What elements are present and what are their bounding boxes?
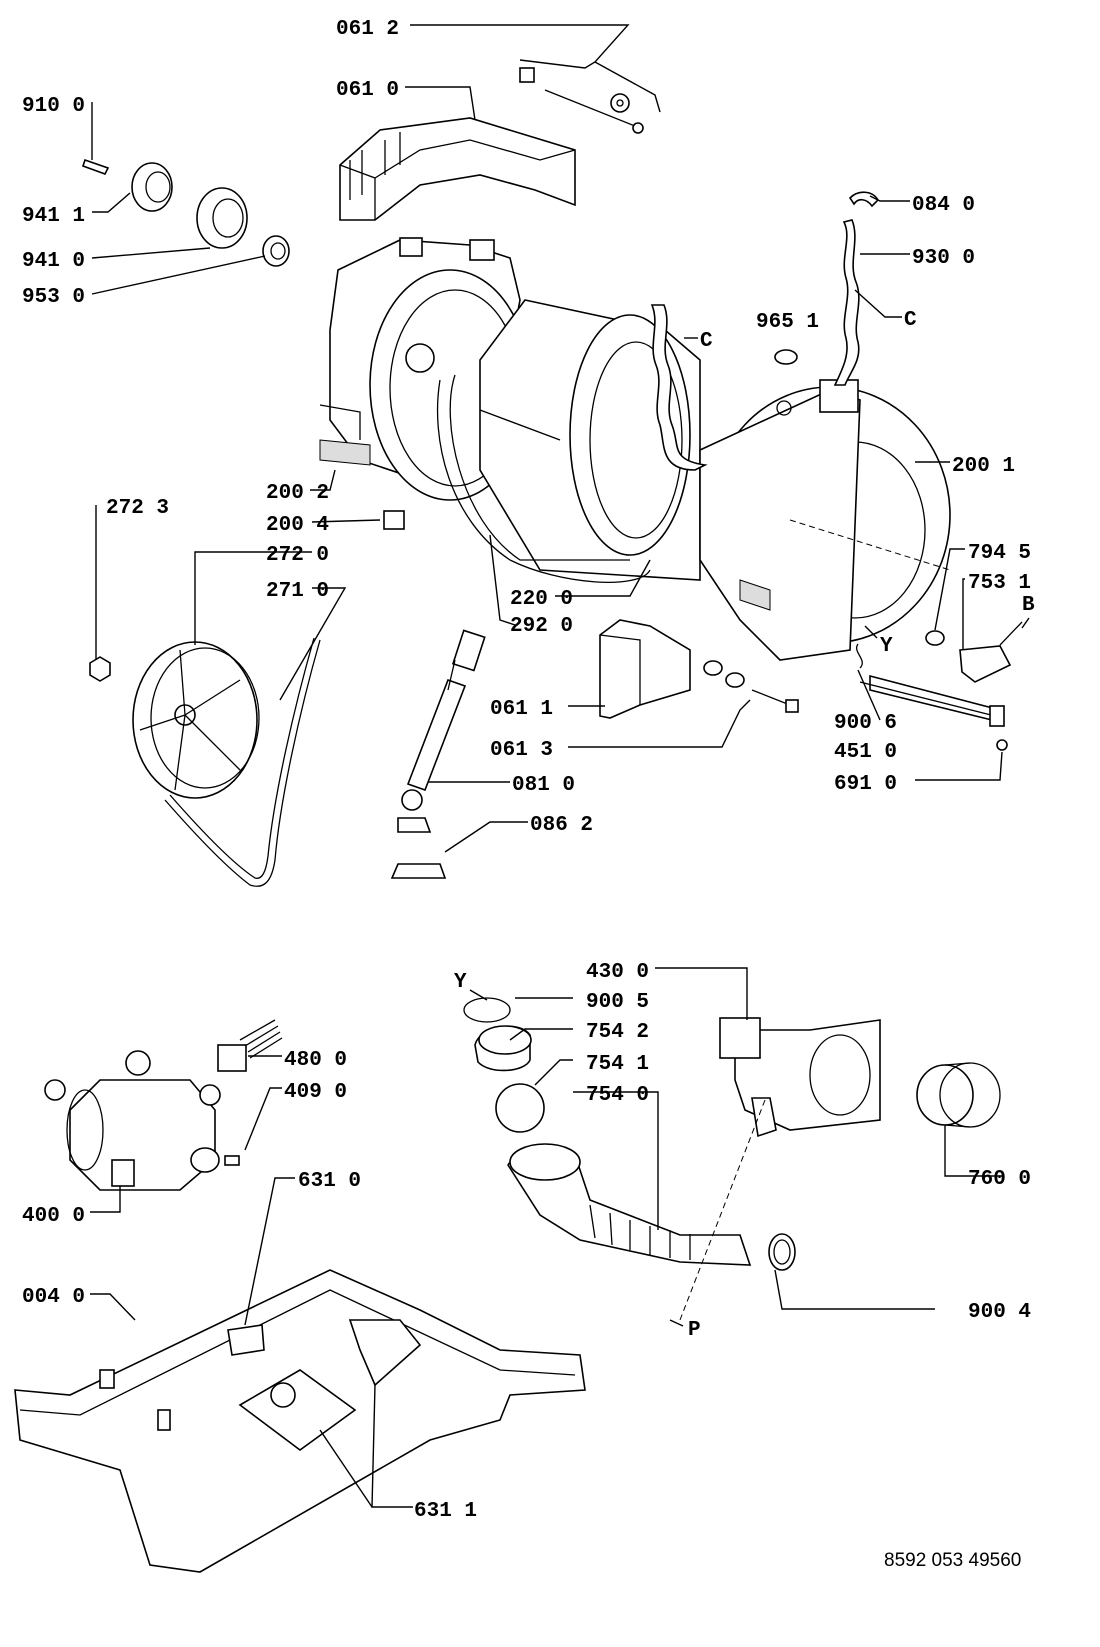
label-400-0: 400 0 [22, 1205, 85, 1228]
label-200-4: 200 4 [266, 514, 329, 537]
label-941-0: 941 0 [22, 250, 85, 273]
base-plate [14, 1269, 586, 1573]
label-754-0: 754 0 [586, 1084, 649, 1107]
label-272-0: 272 0 [266, 544, 329, 567]
label-794-5: 794 5 [968, 542, 1031, 565]
label-754-2: 754 2 [586, 1021, 649, 1044]
counterweight-front [599, 619, 691, 719]
label-061-1: 061 1 [490, 698, 553, 721]
leader-lines [90, 24, 1030, 1508]
label-409-0: 409 0 [284, 1081, 347, 1104]
label-084-0: 084 0 [912, 194, 975, 217]
motor-brush [217, 1019, 283, 1072]
label-c-left: C [700, 330, 713, 353]
label-b: B [1022, 594, 1035, 617]
label-691-0: 691 0 [834, 773, 897, 796]
clip-900-6 [856, 643, 863, 669]
label-754-1: 754 1 [586, 1053, 649, 1076]
label-480-0: 480 0 [284, 1049, 347, 1072]
label-061-0: 061 0 [336, 79, 399, 102]
axis-line-p [679, 1099, 766, 1321]
label-910-0: 910 0 [22, 95, 85, 118]
label-292-0: 292 0 [510, 615, 573, 638]
drain-seal-group [463, 997, 752, 1266]
pulley-and-belt [132, 637, 321, 887]
label-p: P [688, 1319, 701, 1342]
fastener-set-top [519, 67, 644, 134]
label-200-2: 200 2 [266, 482, 329, 505]
washers-and-bolt [703, 660, 799, 713]
label-900-5: 900 5 [586, 991, 649, 1014]
clip-086-2 [390, 863, 447, 879]
heater-element [859, 674, 1005, 727]
pump-filter [916, 1062, 1001, 1128]
label-753-1: 753 1 [968, 572, 1031, 595]
motor [44, 1050, 221, 1191]
label-004-0: 004 0 [22, 1286, 85, 1309]
grommet-794-5 [925, 630, 945, 646]
bearing-set [81, 158, 290, 267]
thermostat-753-1 [959, 621, 1023, 683]
part-409-0 [224, 1155, 240, 1166]
nut-272-3 [89, 656, 111, 682]
hose-clamp [768, 1233, 796, 1271]
label-220-0: 220 0 [510, 588, 573, 611]
label-271-0: 271 0 [266, 580, 329, 603]
label-c-right: C [904, 309, 917, 332]
label-y-lower: Y [454, 971, 467, 994]
label-451-0: 451 0 [834, 741, 897, 764]
label-965-1: 965 1 [756, 311, 819, 334]
label-430-0: 430 0 [586, 961, 649, 984]
label-y-upper: Y [880, 635, 893, 658]
cap-965 [774, 349, 798, 365]
counterweight-top [339, 117, 576, 221]
nut-691-0 [996, 739, 1008, 751]
label-061-3: 061 3 [490, 739, 553, 762]
label-086-2: 086 2 [530, 814, 593, 837]
label-953-0: 953 0 [22, 286, 85, 309]
label-631-1: 631 1 [414, 1500, 477, 1523]
label-900-4: 900 4 [968, 1301, 1031, 1324]
label-061-2: 061 2 [336, 18, 399, 41]
drain-pump [719, 1017, 881, 1138]
clip-200-4 [383, 510, 405, 530]
label-631-0: 631 0 [298, 1170, 361, 1193]
suspension-springs [650, 191, 880, 471]
shock-absorber [397, 629, 486, 833]
label-900-6: 900 6 [834, 712, 897, 735]
part-labels: 061 2 061 0 910 0 941 1 941 0 953 0 084 … [22, 18, 1035, 1571]
drawing-code: 8592 053 49560 [884, 1550, 1021, 1571]
label-272-3: 272 3 [106, 497, 169, 520]
label-760-0: 760 0 [968, 1168, 1031, 1191]
label-930-0: 930 0 [912, 247, 975, 270]
label-200-1: 200 1 [952, 455, 1015, 478]
gasket-ring [436, 379, 651, 583]
tub-front [699, 379, 951, 661]
label-081-0: 081 0 [512, 774, 575, 797]
label-941-1: 941 1 [22, 205, 85, 228]
